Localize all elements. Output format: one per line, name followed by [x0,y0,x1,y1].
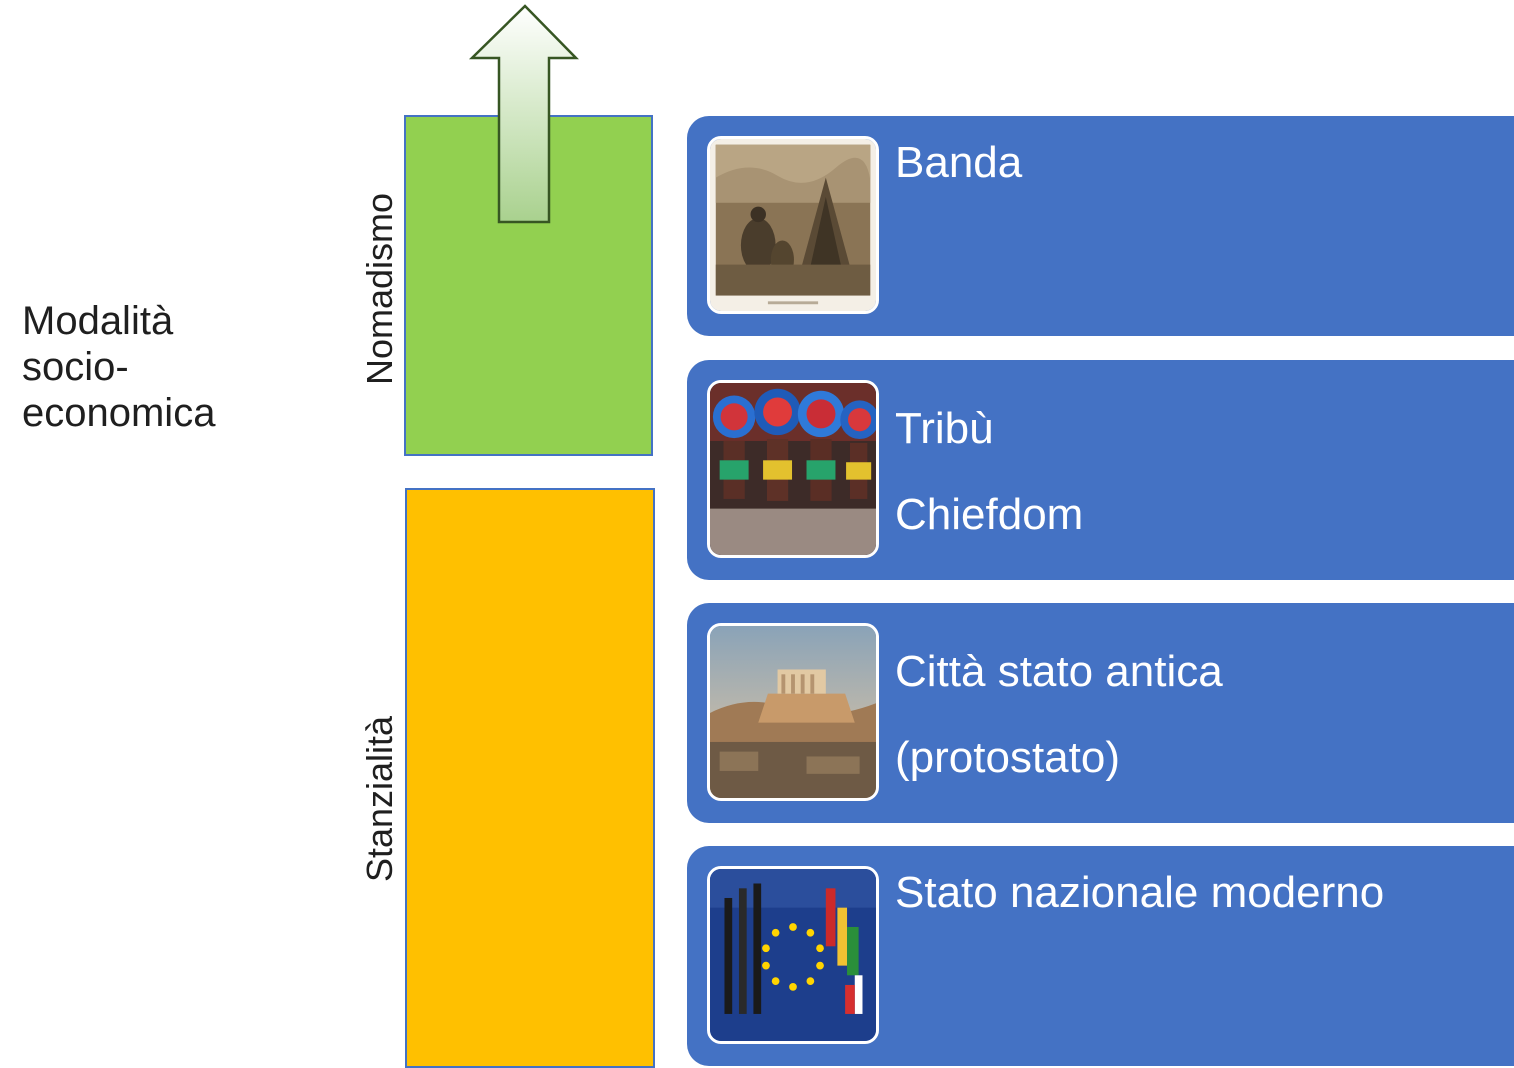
ancient-acropolis-painting [707,623,879,801]
tribal-dancers-photo [707,380,879,558]
card-banda: Banda [687,116,1514,336]
card-citta-stato: Città stato antica (protostato) [687,603,1514,823]
socio-economic-mode-label: Modalità socio- economica [22,298,262,436]
card-citta-stato-line-2: (protostato) [895,733,1120,782]
eu-flags-circle-photo [707,866,879,1044]
card-tribu: Tribù Chiefdom [687,360,1514,580]
card-stato-nazionale: Stato nazionale moderno [687,846,1514,1066]
side-label-line-1: Modalità [22,299,174,343]
side-label-line-2: socio- [22,345,129,389]
sedentism-label: Stanzialità [359,715,400,883]
card-citta-stato-text: Città stato antica (protostato) [895,629,1223,801]
card-tribu-line-1: Tribù [895,404,994,453]
nomadism-label: Nomadismo [359,192,400,386]
card-stato-nazionale-text: Stato nazionale moderno [895,850,1384,936]
card-banda-text: Banda [895,120,1022,206]
card-stato-nazionale-title: Stato nazionale moderno [895,868,1385,917]
card-banda-title: Banda [895,138,1023,187]
sedentism-band [405,488,655,1068]
side-label-line-3: economica [22,391,216,435]
card-tribu-text: Tribù Chiefdom [895,386,1083,558]
up-arrow-icon [468,4,579,224]
nomadic-camp-photo [707,136,879,314]
card-tribu-line-2: Chiefdom [895,490,1084,539]
card-citta-stato-line-1: Città stato antica [895,647,1223,696]
